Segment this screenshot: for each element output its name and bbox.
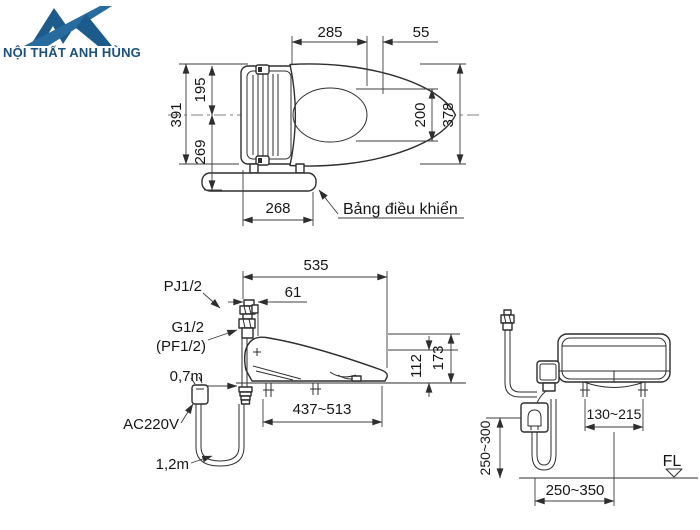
dim-55: 55 bbox=[352, 24, 438, 94]
dim-130-215-text: 130~215 bbox=[587, 406, 642, 422]
side-view-base-plate bbox=[252, 348, 362, 382]
rear-cord-loop bbox=[531, 399, 557, 471]
label-pf12: (PF1/2) bbox=[156, 338, 206, 355]
rear-view: FL 130~215 250~300 250~350 bbox=[477, 309, 698, 506]
callout-cord-length: 1,2m bbox=[156, 455, 213, 473]
rear-supply-hose bbox=[500, 309, 537, 398]
dim-285-text: 285 bbox=[317, 24, 342, 41]
dim-378-text: 378 bbox=[440, 102, 457, 127]
rear-view-body bbox=[557, 333, 671, 388]
label-hose-length: 0,7m bbox=[170, 368, 203, 385]
dim-173: 173 bbox=[388, 333, 460, 384]
dim-61-text: 61 bbox=[285, 284, 302, 301]
dim-200-text: 200 bbox=[412, 102, 429, 127]
dim-112: 112 bbox=[388, 336, 458, 397]
dim-112-text: 112 bbox=[408, 354, 425, 378]
label-power: AC220V bbox=[123, 416, 179, 433]
wall-socket bbox=[520, 390, 549, 433]
label-pj12: PJ1/2 bbox=[164, 278, 202, 295]
side-view: 535 61 112 173 437~513 bbox=[123, 257, 466, 473]
control-panel-label: Bảng điều khiển bbox=[343, 200, 458, 218]
dim-269-text: 269 bbox=[192, 139, 209, 164]
dim-269: 269 bbox=[192, 114, 222, 191]
label-floor: FL bbox=[663, 453, 682, 470]
dim-250-350: 250~350 bbox=[534, 432, 615, 506]
dim-391: 391 bbox=[168, 63, 248, 165]
dim-437-513: 437~513 bbox=[262, 386, 383, 427]
dim-130-215: 130~215 bbox=[584, 399, 644, 431]
dim-268: 268 bbox=[242, 170, 314, 226]
rear-view-bolts bbox=[580, 382, 648, 397]
label-cord-length: 1,2m bbox=[156, 456, 189, 473]
cord-loop bbox=[195, 404, 245, 467]
top-view-seat-outline bbox=[289, 63, 457, 167]
hose-nipple bbox=[238, 386, 253, 405]
callout-power: AC220V bbox=[123, 403, 194, 433]
label-g12: G1/2 bbox=[171, 319, 204, 336]
control-panel-callout: Bảng điều khiển bbox=[318, 189, 464, 219]
callout-g12-pf12: G1/2 (PF1/2) bbox=[156, 319, 238, 355]
dim-250-300-text: 250~300 bbox=[477, 420, 493, 475]
dim-378: 378 bbox=[420, 63, 466, 165]
dim-195: 195 bbox=[192, 65, 216, 116]
dim-200: 200 bbox=[356, 88, 438, 142]
brand-logo-icon bbox=[24, 6, 112, 46]
dim-173-text: 173 bbox=[430, 345, 447, 370]
dim-195-text: 195 bbox=[192, 77, 209, 102]
dim-250-350-text: 250~350 bbox=[546, 482, 605, 499]
top-view-seat-opening bbox=[292, 87, 368, 143]
dim-61: 61 bbox=[228, 284, 307, 336]
callout-hose-length: 0,7m bbox=[170, 368, 238, 390]
top-view-control-panel bbox=[201, 163, 317, 192]
floor-line: FL bbox=[519, 453, 698, 479]
dim-268-text: 268 bbox=[265, 200, 290, 217]
power-plug bbox=[190, 376, 209, 405]
side-view-bolts bbox=[263, 383, 321, 397]
side-view-body bbox=[244, 336, 388, 382]
brand-name: NỘI THẤT ANH HÙNG bbox=[3, 45, 141, 60]
top-view-lid-block bbox=[240, 64, 301, 166]
dim-535-text: 535 bbox=[303, 257, 328, 274]
dim-437-513-text: 437~513 bbox=[293, 401, 352, 418]
dim-55-text: 55 bbox=[413, 24, 430, 41]
dim-250-300: 250~300 bbox=[477, 417, 521, 479]
top-view: 285 55 391 195 269 bbox=[168, 24, 480, 226]
dim-285: 285 bbox=[291, 24, 368, 86]
callout-pj12: PJ1/2 bbox=[164, 278, 221, 309]
dim-391-text: 391 bbox=[168, 102, 185, 127]
dim-535: 535 bbox=[242, 257, 388, 368]
rear-connection-box bbox=[536, 360, 560, 392]
water-inlet-valve bbox=[238, 299, 259, 387]
